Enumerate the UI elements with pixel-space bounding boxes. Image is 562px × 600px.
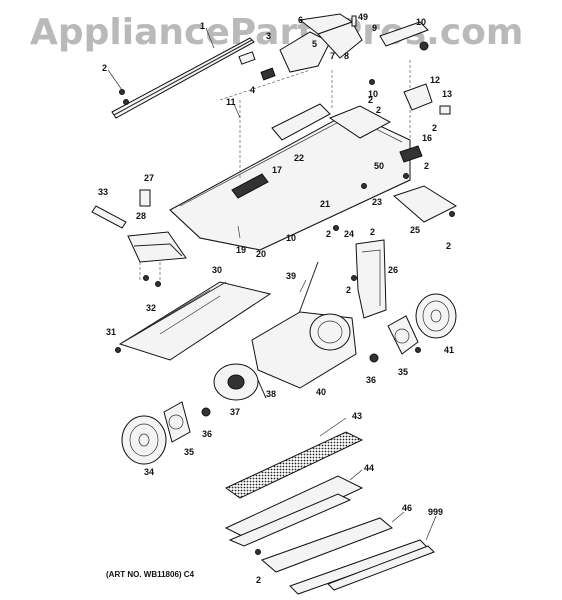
callout: 1 xyxy=(200,21,206,31)
part-blower-wheel-right xyxy=(415,293,457,339)
callout: 50 xyxy=(374,161,385,171)
callout: 19 xyxy=(236,245,247,255)
callout: 23 xyxy=(372,197,383,207)
callout: 2 xyxy=(368,95,374,105)
callout: 27 xyxy=(144,173,155,183)
callout: 36 xyxy=(366,375,377,385)
callout: 31 xyxy=(106,327,117,337)
part-blower-plate-right xyxy=(387,315,419,355)
leader-lines xyxy=(107,27,437,541)
callout: 5 xyxy=(312,39,318,49)
callout: 10 xyxy=(416,17,427,27)
callout: 2 xyxy=(346,285,352,295)
callout: 49 xyxy=(358,12,369,22)
part-duct xyxy=(355,239,387,319)
callout: 6 xyxy=(298,15,304,25)
part-motor xyxy=(213,363,267,401)
callout: 16 xyxy=(422,133,433,143)
part-rod xyxy=(297,261,319,317)
callout: 35 xyxy=(398,367,409,377)
callout: 3 xyxy=(266,31,272,41)
callout: 2 xyxy=(102,63,108,73)
callout: 37 xyxy=(230,407,241,417)
callout: 2 xyxy=(432,123,438,133)
part-blower-plate-left xyxy=(163,401,191,443)
callout: 34 xyxy=(144,467,155,477)
callout: 28 xyxy=(136,211,147,221)
part-grommets xyxy=(201,353,379,417)
part-bracket-left xyxy=(91,205,127,229)
callout: 30 xyxy=(212,265,223,275)
part-light-panel xyxy=(224,475,364,547)
part-main-housing xyxy=(169,60,411,251)
callout: 13 xyxy=(442,89,453,99)
part-screws xyxy=(115,79,455,555)
callout: 10 xyxy=(368,89,379,99)
callout: 10 xyxy=(286,233,297,243)
part-light-lens xyxy=(261,517,393,573)
callout: 2 xyxy=(326,229,332,239)
callout: 11 xyxy=(226,97,236,107)
callout: 32 xyxy=(146,303,157,313)
part-blower-wheel-left xyxy=(121,415,167,465)
callout: 38 xyxy=(266,389,277,399)
callout: 35 xyxy=(184,447,195,457)
watermark: AppliancePartsPros.com xyxy=(30,12,524,53)
part-blower-housing xyxy=(251,311,357,389)
callout: 2 xyxy=(424,161,430,171)
callout: 4 xyxy=(250,85,256,95)
callout: 22 xyxy=(294,153,305,163)
part-fluorescent-tube xyxy=(289,539,435,595)
callout: 2 xyxy=(446,241,452,251)
part-rail-top xyxy=(111,37,255,119)
callout: 999 xyxy=(428,507,444,517)
callout: 8 xyxy=(344,51,350,61)
callout: 7 xyxy=(330,51,336,61)
part-cover-plate xyxy=(393,185,458,223)
callout: 44 xyxy=(364,463,375,473)
callout: 2 xyxy=(370,227,376,237)
part-grease-filter xyxy=(225,431,364,499)
callout: 40 xyxy=(316,387,327,397)
part-filter-panel xyxy=(118,281,272,361)
callout: 2 xyxy=(256,575,262,585)
callout: 24 xyxy=(344,229,355,239)
callout: 9 xyxy=(372,23,378,33)
callout: 12 xyxy=(430,75,441,85)
callout: 33 xyxy=(98,187,109,197)
callout: 26 xyxy=(388,265,399,275)
callout: 39 xyxy=(286,271,297,281)
callout: 20 xyxy=(256,249,267,259)
callout: 41 xyxy=(444,345,455,355)
callout: 2 xyxy=(376,105,382,115)
callout: 46 xyxy=(402,503,413,513)
part-switch-small xyxy=(139,189,151,207)
callout: 17 xyxy=(272,165,283,175)
part-mount-bracket xyxy=(127,231,187,280)
callout: 36 xyxy=(202,429,213,439)
part-small-top-cluster xyxy=(238,13,429,81)
callout: 43 xyxy=(352,411,363,421)
callout: 21 xyxy=(320,199,331,209)
art-number: (ART NO. WB11806) C4 xyxy=(106,570,195,579)
part-right-brackets xyxy=(399,83,451,163)
callout: 25 xyxy=(410,225,421,235)
